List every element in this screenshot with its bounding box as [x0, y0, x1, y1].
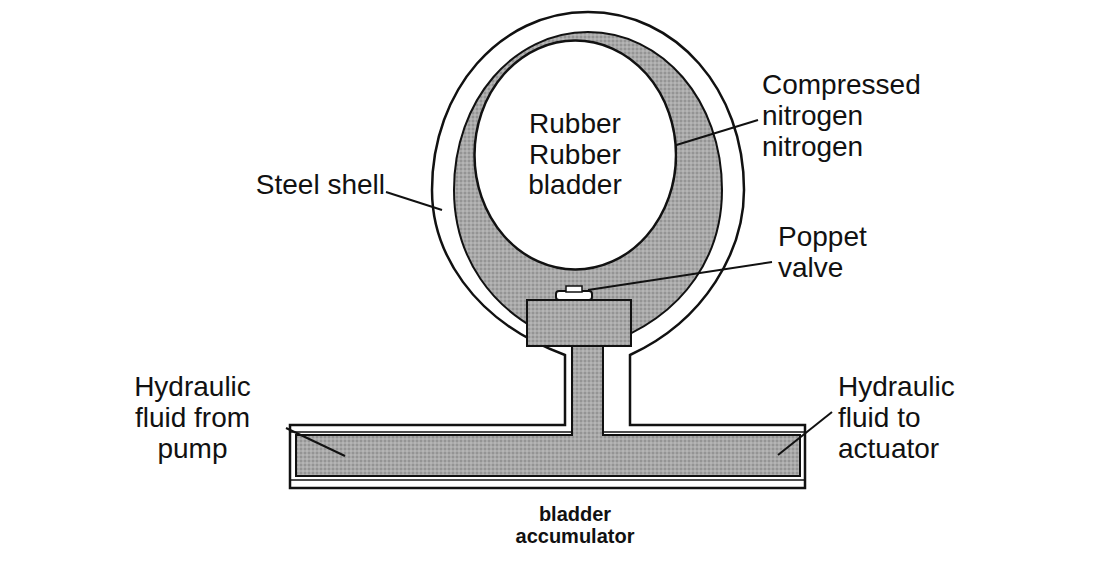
leader-line	[778, 412, 832, 455]
pipe-wall	[603, 431, 805, 433]
bladder-ellipse	[474, 41, 676, 270]
part-label: Hydraulic fluid to actuator	[838, 372, 988, 464]
part-label: Steel shell	[200, 170, 385, 201]
leader-line	[588, 262, 772, 290]
bladder-label: Rubber Rubber bladder	[510, 109, 640, 201]
valve-base	[527, 300, 631, 346]
steel-shell	[290, 12, 805, 488]
fluid-chamber	[296, 32, 800, 476]
pipe-wall	[290, 479, 805, 481]
rubber-bladder: Rubber Rubber bladder	[473, 39, 678, 271]
part-label: Poppet valve	[778, 222, 928, 284]
pipe-wall	[290, 431, 572, 433]
leader-line	[286, 428, 345, 456]
part-label: Compressed nitrogen nitrogen	[762, 70, 952, 162]
leader-line	[386, 192, 442, 210]
caption-label: bladder accumulator	[480, 503, 670, 547]
poppet-stem	[566, 286, 582, 292]
part-label: Hydraulic fluid from pump	[110, 372, 275, 464]
